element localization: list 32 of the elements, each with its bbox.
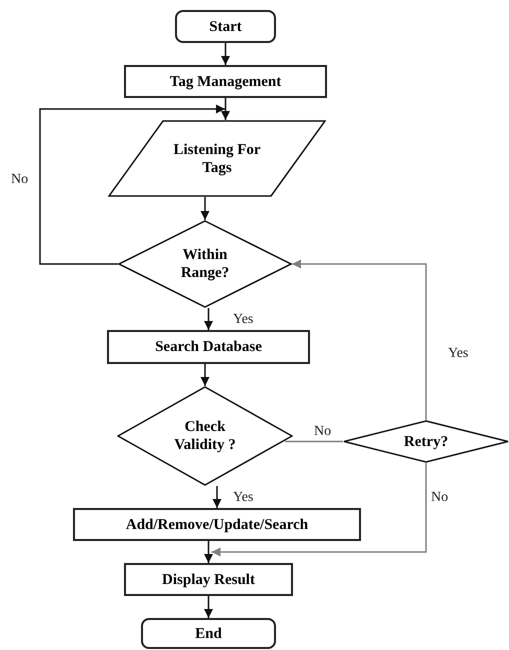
process-box xyxy=(107,330,310,364)
decision-diamond xyxy=(118,220,292,308)
node-label: End xyxy=(195,624,222,642)
arrow xyxy=(221,43,230,65)
arrow xyxy=(212,486,222,508)
connector-line xyxy=(285,440,343,442)
terminal-box xyxy=(175,10,276,43)
arrow xyxy=(292,260,427,420)
arrow xyxy=(204,308,213,330)
node-label: Tag Management xyxy=(170,72,282,90)
node-label: Listening For Tags xyxy=(172,140,262,176)
node-label: Within Range? xyxy=(180,246,230,282)
input-parallelogram xyxy=(108,120,326,197)
process-box xyxy=(124,563,293,596)
arrow xyxy=(212,463,427,556)
node-label: Display Result xyxy=(162,570,255,588)
process-box xyxy=(73,508,361,541)
arrow xyxy=(204,541,213,563)
node-label: Retry? xyxy=(404,432,448,450)
arrow xyxy=(39,104,225,265)
terminal-box xyxy=(141,618,276,649)
arrow xyxy=(200,364,210,386)
process-box xyxy=(124,65,327,98)
node-label: Start xyxy=(209,18,242,36)
node-label: Check Validity ? xyxy=(173,418,237,454)
arrow xyxy=(200,197,210,220)
decision-diamond xyxy=(343,420,509,463)
node-label: Add/Remove/Update/Search xyxy=(126,516,308,534)
node-label: Search Database xyxy=(155,338,262,356)
arrow xyxy=(221,98,230,120)
decision-diamond xyxy=(117,386,293,486)
arrow xyxy=(204,596,213,618)
